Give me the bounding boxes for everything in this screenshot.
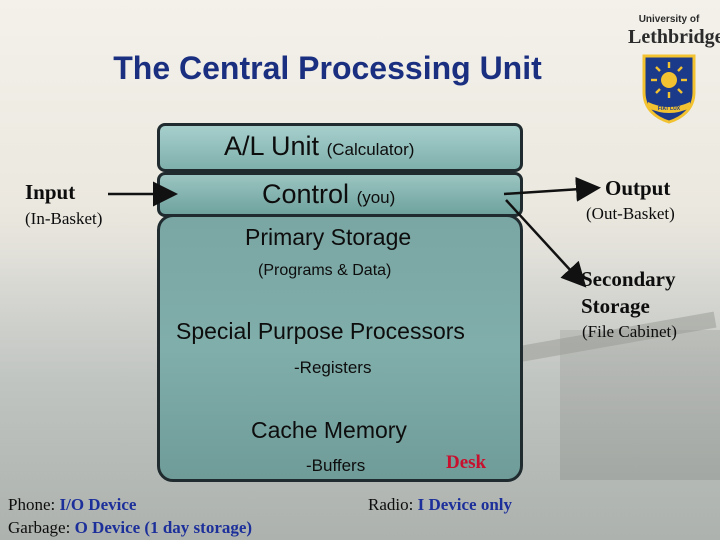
university-logo: University of Lethbridge FIAT LUX: [628, 14, 720, 126]
secondary-storage-line1: Secondary: [581, 267, 676, 291]
alu-label-note: (Calculator): [326, 140, 415, 159]
control-box: [157, 172, 523, 217]
footer-radio-label: Radio:: [368, 495, 414, 514]
footer-garbage: Garbage: O Device (1 day storage): [8, 518, 252, 538]
logo-motto: FIAT LUX: [658, 106, 681, 112]
secondary-storage-arrow: [505, 199, 587, 288]
special-purpose-processors: Special Purpose Processors: [176, 318, 465, 344]
slide-title: The Central Processing Unit: [113, 50, 542, 86]
footer-phone: Phone: I/O Device: [8, 495, 136, 515]
primary-storage-sub: (Programs & Data): [258, 262, 392, 279]
output-sub: (Out-Basket): [586, 204, 675, 223]
background-building: [560, 330, 720, 480]
shield-icon: FIAT LUX: [642, 54, 696, 124]
output-arrow: [503, 176, 601, 202]
alu-label: A/L Unit (Calculator): [224, 131, 414, 162]
desk-label: Desk: [446, 452, 487, 473]
footer-garbage-label: Garbage:: [8, 518, 71, 537]
output-label: Output: [605, 176, 671, 200]
cache-memory-label: Cache Memory: [251, 417, 407, 443]
footer-garbage-value: O Device (1 day storage): [74, 518, 253, 537]
alu-label-main: A/L Unit: [224, 131, 320, 161]
secondary-storage-line2: Storage: [581, 294, 650, 318]
footer-phone-value: I/O Device: [59, 495, 137, 514]
footer-radio: Radio: I Device only: [368, 495, 512, 515]
secondary-storage-sub: (File Cabinet): [582, 322, 677, 341]
logo-line2: Lethbridge: [628, 26, 720, 48]
registers-label: -Registers: [294, 358, 372, 377]
alu-box: [157, 123, 523, 172]
primary-storage-heading: Primary Storage: [245, 224, 412, 250]
control-label: Control (you): [262, 179, 395, 210]
control-label-main: Control: [262, 179, 350, 209]
primary-storage-box: [157, 214, 523, 482]
input-sub: (In-Basket): [25, 209, 103, 228]
footer-radio-value: I Device only: [417, 495, 513, 514]
footer-phone-label: Phone:: [8, 495, 56, 514]
control-label-note: (you): [356, 188, 396, 207]
buffers-label: -Buffers: [306, 456, 366, 475]
input-label: Input: [25, 180, 76, 204]
logo-line1: University of: [638, 14, 700, 25]
